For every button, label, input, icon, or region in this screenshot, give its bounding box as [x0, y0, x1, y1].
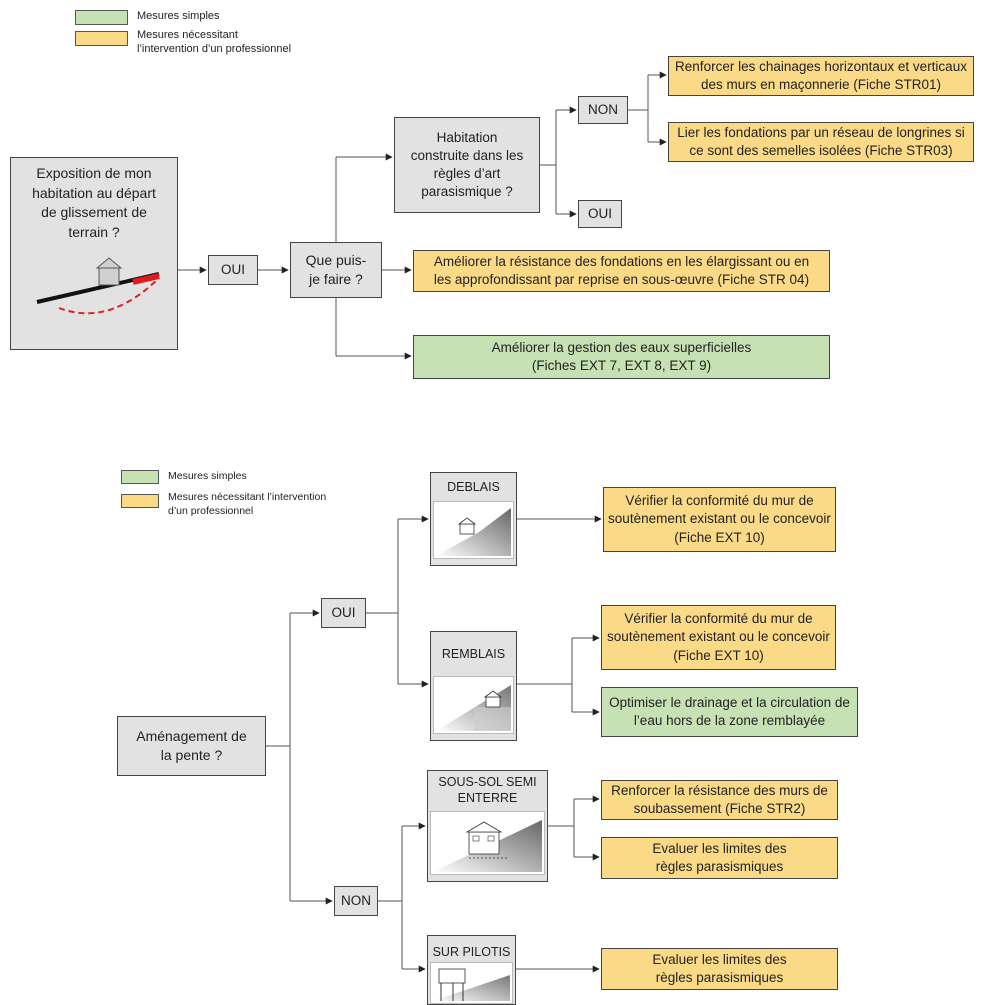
landslide-illustration [36, 257, 160, 315]
drainage-line-2: l’eau hors de la zone remblayée [633, 713, 826, 728]
habitation-line-2: construite dans les [410, 147, 524, 163]
exposition-line-4: terrain ? [68, 223, 120, 240]
verifier-remblais-box: Vérifier la conformité du mur de soutène… [601, 605, 836, 670]
legend-pro-label: Mesures nécessitant l’intervention d’un … [137, 28, 291, 57]
evaluer2-line-2: règles parasismiques [655, 970, 784, 985]
amenagement-box: Aménagement de la pente ? [117, 716, 266, 776]
exposition-line-1: Exposition de mon [36, 165, 152, 181]
soubassement-line-2: soubassement (Fiche STR2) [633, 801, 806, 816]
renforcer-line-1: Renforcer les chainages horizontaux et v… [675, 58, 967, 74]
renforcer-line-2: des murs en maçonnerie (Fiche STR01) [700, 77, 942, 92]
amenagement-line-2: la pente ? [160, 747, 223, 763]
drainage-line-1: Optimiser le drainage et la circulation … [609, 694, 850, 710]
sous-sol-box: SOUS-SOL SEMI ENTERRE [427, 770, 548, 882]
gestion-line-1: Améliorer la gestion des eaux superficie… [491, 339, 752, 355]
lier-line-2: ce sont des semelles isolées (Fiche STR0… [689, 143, 953, 158]
legend-bottom-simple-swatch [121, 470, 159, 484]
legend-pro-line-2: l’intervention d’un professionnel [137, 43, 292, 56]
habitation-box: Habitation construite dans les règles d’… [394, 117, 540, 213]
exposition-line-2: habitation au départ [32, 184, 156, 201]
legend-bottom-pro-label: Mesures nécessitant l’intervention d’un … [168, 491, 326, 518]
que-faire-line-1: Que puis- [305, 252, 367, 269]
deblais-box: DEBLAIS [430, 472, 517, 566]
evaluer-limites-box-2: Evaluer les limites des règles parasismi… [601, 948, 838, 990]
ameliorer-line-2: les approfondissant par reprise en sous-… [433, 272, 810, 287]
soubassement-box: Renforcer la résistance des murs de soub… [601, 780, 838, 820]
lier-line-1: Lier les fondations par un réseau de lon… [677, 124, 965, 140]
deblais-label: DEBLAIS [447, 480, 500, 494]
que-faire-box: Que puis- je faire ? [290, 242, 382, 298]
remblais-illustration [433, 676, 514, 734]
legend-pro-swatch [75, 31, 128, 46]
verif2-line-1: Vérifier la conformité du mur de [624, 611, 813, 627]
verif2-line-2: soutènement existant ou le concevoir [607, 629, 830, 645]
verif1-line-2: soutènement existant ou le concevoir [608, 511, 831, 527]
legend-bottom-pro-swatch [121, 494, 159, 508]
evaluer1-line-2: règles parasismiques [655, 859, 784, 874]
verifier-deblais-box: Vérifier la conformité du mur de soutène… [603, 487, 836, 552]
sous-sol-illustration [430, 811, 545, 875]
evaluer-limites-box-1: Evaluer les limites des règles parasismi… [601, 837, 838, 879]
legend-pro-line-1: Mesures nécessitant [137, 29, 238, 41]
ameliorer-line-1: Améliorer la résistance des fondations e… [433, 253, 810, 269]
evaluer1-line-1: Evaluer les limites des [652, 840, 787, 856]
remblais-label: REMBLAIS [441, 647, 506, 661]
pilotis-box: SUR PILOTIS [427, 935, 516, 1005]
habitation-line-4: parasismique ? [421, 184, 513, 200]
legend-simple-label: Mesures simples [137, 10, 220, 22]
pilotis-illustration [430, 962, 513, 1004]
evaluer2-line-1: Evaluer les limites des [652, 951, 787, 967]
verif1-line-1: Vérifier la conformité du mur de [625, 493, 814, 509]
sous-sol-label: SOUS-SOL SEMI ENTERRE [438, 771, 536, 807]
ameliorer-fondations-box: Améliorer la résistance des fondations e… [413, 250, 830, 292]
verif2-line-3: (Fiche EXT 10) [673, 647, 764, 663]
habitation-line-1: Habitation [436, 129, 498, 145]
sous-sol-line-2: ENTERRE [457, 791, 518, 806]
legend-bottom-pro-line-2: d’un professionnel [168, 504, 254, 517]
non-box-bottom: NON [334, 886, 378, 916]
soubassement-line-1: Renforcer la résistance des murs de [611, 782, 828, 798]
deblais-illustration [433, 501, 514, 559]
legend-bottom-pro-line-1: Mesures nécessitant l’intervention [168, 491, 327, 503]
gestion-eaux-box: Améliorer la gestion des eaux superficie… [413, 335, 830, 379]
gestion-line-2: (Fiches EXT 7, EXT 8, EXT 9) [531, 358, 712, 373]
oui-box-top: OUI [208, 255, 258, 285]
renforcer-chainages-box: Renforcer les chainages horizontaux et v… [668, 56, 974, 96]
oui-box-bottom: OUI [321, 598, 366, 628]
amenagement-line-1: Aménagement de [136, 728, 247, 745]
legend-bottom-simple-label: Mesures simples [168, 470, 247, 482]
non-box-top: NON [578, 96, 628, 124]
exposition-line-3: de glissement de [41, 204, 147, 221]
habitation-line-3: règles d’art [433, 166, 501, 181]
oui-box-top-2: OUI [578, 200, 622, 228]
sous-sol-line-1: SOUS-SOL SEMI [438, 775, 537, 789]
que-faire-line-2: je faire ? [309, 271, 363, 287]
exposition-box: Exposition de mon habitation au départ d… [10, 157, 178, 350]
legend-simple-swatch [75, 10, 128, 25]
drainage-box: Optimiser le drainage et la circulation … [601, 687, 858, 737]
exposition-label: Exposition de mon habitation au départ d… [32, 158, 156, 242]
verif1-line-3: (Fiche EXT 10) [674, 529, 765, 545]
pilotis-label: SUR PILOTIS [432, 945, 511, 959]
lier-fondations-box: Lier les fondations par un réseau de lon… [668, 122, 974, 162]
remblais-box: REMBLAIS [430, 631, 517, 741]
